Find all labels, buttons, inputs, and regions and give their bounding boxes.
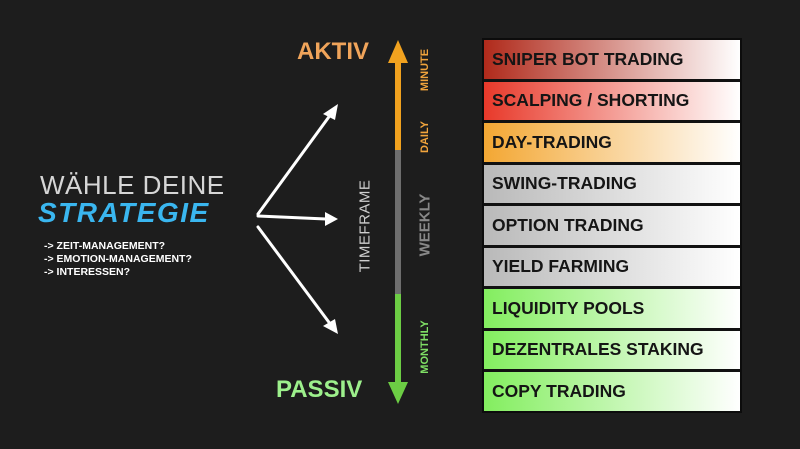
strategy-item-option-trading: OPTION TRADING: [484, 206, 740, 245]
bar-segment-orange: [395, 62, 401, 150]
title-line-1: WÄHLE DEINE: [40, 170, 225, 200]
aktiv-label: AKTIV: [297, 38, 369, 65]
arrow-down-line: [256, 225, 333, 327]
bar-bottom-arrowhead: [388, 382, 408, 404]
strategy-item-liquidity-pools: LIQUIDITY POOLS: [484, 289, 740, 328]
weekly-label: WEEKLY: [416, 193, 434, 257]
minute-label: MINUTE: [419, 48, 431, 92]
hint-item: -> ZEIT-MANAGEMENT?: [44, 240, 166, 252]
hint-list: -> ZEIT-MANAGEMENT? -> EMOTION-MANAGEMEN…: [44, 240, 192, 279]
arrow-mid-head: [325, 212, 338, 226]
bar-segment-green: [395, 294, 401, 384]
title-strategy: STRATEGIE: [38, 197, 210, 228]
arrow-mid-line: [256, 214, 328, 221]
timeframe-label: TIMEFRAME: [356, 179, 374, 273]
strategy-item-day-trading: DAY-TRADING: [484, 123, 740, 162]
daily-label: DAILY: [419, 121, 431, 153]
strategy-list: SNIPER BOT TRADING SCALPING / SHORTING D…: [482, 38, 742, 413]
monthly-label: MONTHLY: [419, 320, 431, 374]
strategy-item-yield-farming: YIELD FARMING: [484, 247, 740, 286]
strategy-item-swing-trading: SWING-TRADING: [484, 164, 740, 203]
arrow-up-line: [256, 112, 333, 216]
strategy-item-sniper-bot: SNIPER BOT TRADING: [484, 40, 740, 79]
strategy-item-dezentrales-staking: DEZENTRALES STAKING: [484, 330, 740, 369]
hint-item: -> EMOTION-MANAGEMENT?: [44, 253, 192, 265]
branch-arrows: [256, 104, 338, 334]
arrow-up-head: [323, 104, 338, 120]
strategy-item-copy-trading: COPY TRADING: [484, 372, 740, 411]
hint-item: -> INTERESSEN?: [44, 266, 131, 278]
bar-top-arrowhead: [388, 40, 408, 63]
timeframe-bar: [388, 40, 408, 404]
bar-segment-gray: [395, 150, 401, 294]
arrow-down-head: [323, 319, 338, 334]
strategy-item-scalping: SCALPING / SHORTING: [484, 81, 740, 120]
passiv-label: PASSIV: [276, 376, 363, 403]
